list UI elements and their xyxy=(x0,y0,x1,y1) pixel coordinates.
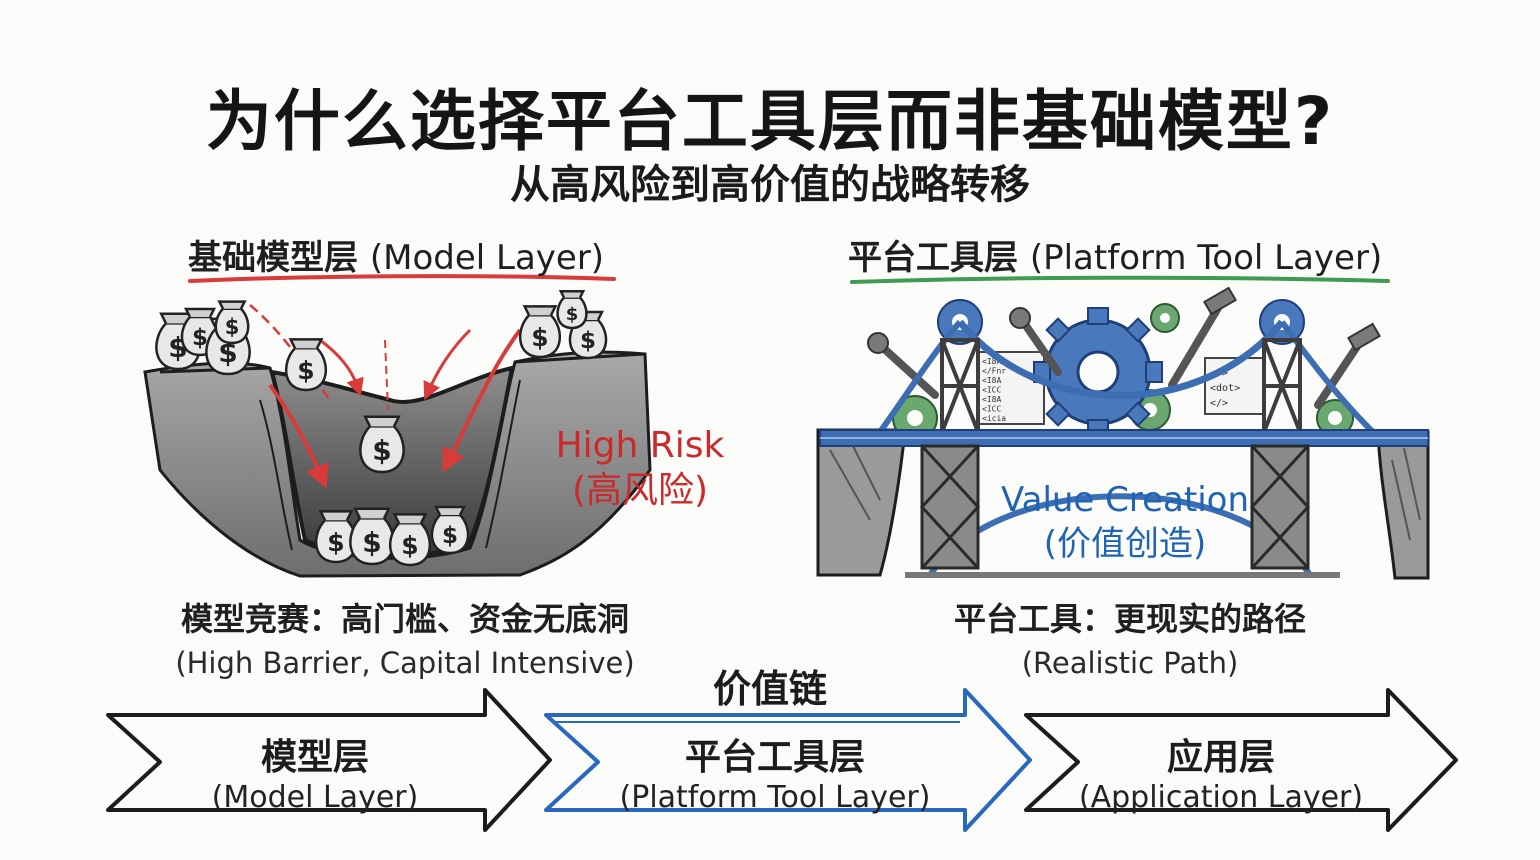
value-creation-en: Value Creation xyxy=(1000,480,1250,520)
money-bag-icon: $ xyxy=(155,312,201,371)
money-bags: $$$$$$$$$$$$$ xyxy=(155,289,608,567)
right-heading-zh: 平台工具层 xyxy=(848,238,1018,278)
money-bag-icon: $ xyxy=(556,289,588,330)
stage-platform-en: (Platform Tool Layer) xyxy=(619,780,931,815)
right-caption-zh: 平台工具：更现实的路径 xyxy=(953,600,1306,638)
code-line: <I8A xyxy=(982,357,1001,366)
stage-application-en: (Application Layer) xyxy=(1078,780,1364,815)
left-heading-en: (Model Layer) xyxy=(369,238,605,278)
stage-model-zh: 模型层 xyxy=(260,737,369,778)
high-risk-en: High Risk xyxy=(555,425,725,466)
high-risk-label: High Risk (高风险) xyxy=(550,423,730,513)
money-bag-icon: $ xyxy=(359,415,405,474)
code-line: <ICC xyxy=(982,386,1001,395)
money-bag-icon: $ xyxy=(349,507,395,566)
left-caption-en: (High Barrier, Capital Intensive) xyxy=(175,646,635,680)
page-title: 为什么选择平台工具层而非基础模型? xyxy=(205,83,1335,160)
right-heading-en: (Platform Tool Layer) xyxy=(1029,238,1383,278)
money-symbol: $ xyxy=(401,531,418,560)
right-caption-en: (Realistic Path) xyxy=(1021,646,1239,680)
code-line: <I8A xyxy=(982,376,1001,385)
code-snippet-left: <I8A</Fnr<I8A<ICC<I8A<ICC<icia xyxy=(982,357,1006,423)
right-heading-underline xyxy=(850,275,1390,284)
arrow-application-layer xyxy=(1024,688,1458,832)
money-symbol: $ xyxy=(372,434,391,467)
money-symbol: $ xyxy=(192,325,208,351)
code-line: <ICC xyxy=(982,405,1001,414)
money-bag-icon: $ xyxy=(388,513,432,567)
money-bag-icon: $ xyxy=(214,300,250,345)
money-symbol: $ xyxy=(580,328,596,354)
code-line: <dot> xyxy=(1210,383,1240,394)
stage-platform-layer: 平台工具层 (Platform Tool Layer) xyxy=(590,728,960,815)
stage-platform-zh: 平台工具层 xyxy=(684,737,865,778)
right-heading: 平台工具层 (Platform Tool Layer) xyxy=(848,230,1382,279)
code-line: <I8A xyxy=(982,395,1001,404)
stage-application-zh: 应用层 xyxy=(1166,737,1275,778)
left-heading-zh: 基础模型层 xyxy=(188,238,358,278)
page-subtitle: 从高风险到高价值的战略转移 xyxy=(510,162,1030,208)
value-chain-arrows xyxy=(106,688,1458,832)
code-line: <icia xyxy=(982,414,1006,423)
arrow-platform-layer xyxy=(544,688,1032,832)
stage-application-layer: 应用层 (Application Layer) xyxy=(1066,728,1376,815)
right-caption: 平台工具：更现实的路径 (Realistic Path) xyxy=(880,594,1380,680)
money-bag-icon: $ xyxy=(430,505,470,555)
arrow-model-layer xyxy=(106,688,552,832)
stage-model-en: (Model Layer) xyxy=(211,780,419,815)
money-bag-icon: $ xyxy=(284,338,328,392)
money-symbol: $ xyxy=(531,323,548,352)
value-creation-label: Value Creation (价值创造) xyxy=(990,478,1260,566)
value-creation-zh: (价值创造) xyxy=(1043,524,1207,565)
left-heading-underline xyxy=(188,274,616,283)
money-symbol: $ xyxy=(442,523,458,549)
money-bag-icon: $ xyxy=(314,510,358,564)
money-symbol: $ xyxy=(225,315,240,339)
bridge-illustration: <I8A</Fnr<I8A<ICC<I8A<ICC<icia </><dot><… xyxy=(816,286,1430,580)
stage-model-layer: 模型层 (Model Layer) xyxy=(150,728,480,815)
left-heading: 基础模型层 (Model Layer) xyxy=(188,230,604,279)
money-symbol: $ xyxy=(218,336,237,369)
money-symbol: $ xyxy=(327,528,344,557)
money-symbol: $ xyxy=(362,526,381,559)
value-chain-title: 价值链 xyxy=(712,667,827,711)
money-bag-icon: $ xyxy=(518,305,562,359)
high-risk-zh: (高风险) xyxy=(571,470,709,511)
left-caption: 模型竞赛：高门槛、资金无底洞 (High Barrier, Capital In… xyxy=(130,594,680,680)
money-symbol: $ xyxy=(566,304,579,325)
left-caption-zh: 模型竞赛：高门槛、资金无底洞 xyxy=(180,600,629,638)
code-line: </Fnr xyxy=(982,367,1006,376)
money-symbol: $ xyxy=(297,356,314,385)
code-line: </> xyxy=(1210,398,1228,409)
